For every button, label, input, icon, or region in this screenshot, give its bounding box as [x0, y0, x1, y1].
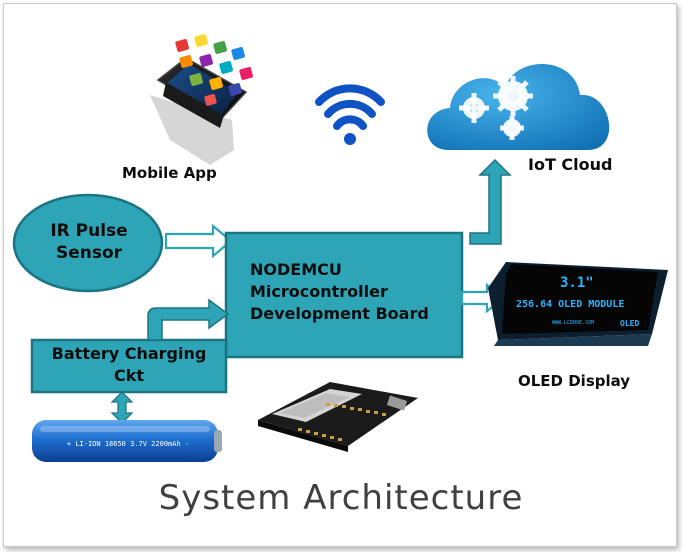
arrow-battery-cell — [110, 391, 134, 424]
battery-charging-block — [30, 338, 228, 394]
mobile-phone-icon — [150, 34, 253, 165]
battery-charging-label-line2: Ckt — [113, 366, 145, 385]
diagram-title: System Architecture — [158, 478, 524, 518]
oled-line1: 3.1" — [560, 275, 594, 291]
battery-charging-label: Battery Charging Ckt — [34, 343, 224, 387]
nodemcu-board-image — [258, 382, 418, 452]
oled-line2: 256.64 OLED MODULE — [516, 299, 624, 310]
oled-tag: OLED — [620, 319, 639, 328]
oled-line3: WWW.LCDBOE.COM — [552, 320, 594, 326]
arrow-mcu-to-cloud — [469, 158, 512, 245]
oled-display-label: OLED Display — [518, 372, 631, 390]
ir-sensor-label-line2: Sensor — [55, 243, 123, 263]
battery-charging-label-line1: Battery Charging — [51, 344, 207, 363]
mcu-label: NODEMCU Microcontroller Development Boar… — [250, 259, 429, 325]
ir-sensor-label: IR Pulse Sensor — [40, 220, 138, 264]
battery-cell-image: + LI-ION 18650 3.7V 2200mAh - — [32, 420, 222, 462]
wifi-icon — [315, 84, 385, 145]
mcu-label-line1: NODEMCU — [250, 260, 342, 279]
ir-sensor-ellipse — [12, 193, 164, 293]
mcu-label-line2: Microcontroller — [250, 282, 388, 301]
arrow-battery-to-mcu — [147, 298, 230, 341]
cloud-icon — [427, 64, 610, 150]
arrow-sensor-to-mcu — [164, 223, 233, 259]
mobile-app-label: Mobile App — [122, 164, 217, 182]
ir-sensor-label-line1: IR Pulse — [50, 221, 128, 241]
iot-cloud-label: IoT Cloud — [528, 155, 613, 174]
mcu-label-line3: Development Board — [250, 304, 429, 323]
oled-display-image: 3.1" 256.64 OLED MODULE WWW.LCDBOE.COM O… — [488, 262, 668, 346]
battery-cell-text: + LI-ION 18650 3.7V 2200mAh - — [67, 440, 189, 448]
